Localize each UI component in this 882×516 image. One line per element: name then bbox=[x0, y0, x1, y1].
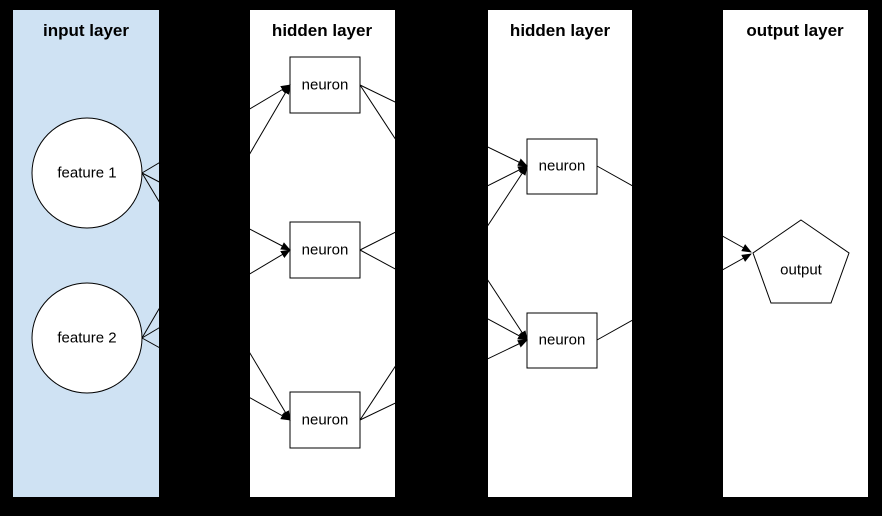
output-pentagon bbox=[752, 219, 850, 304]
feature-2-label: feature 2 bbox=[57, 329, 117, 347]
hidden2-neuron1-label: neuron bbox=[538, 157, 586, 175]
hidden2-neuron2-label: neuron bbox=[538, 331, 586, 349]
connector-line bbox=[596, 165, 752, 253]
connector-line bbox=[359, 84, 528, 341]
hidden1-neuron3-label: neuron bbox=[301, 411, 349, 429]
hidden1-neuron3-box bbox=[289, 391, 361, 449]
connector-line bbox=[141, 84, 291, 339]
connector-line bbox=[359, 249, 528, 341]
hidden2-neuron2-box bbox=[526, 312, 598, 369]
connector-line bbox=[359, 165, 528, 421]
layer-title-hidden-1: hidden layer bbox=[271, 21, 373, 40]
panel-hidden-layer-2 bbox=[488, 10, 632, 497]
connector-line bbox=[596, 253, 752, 341]
output-label: output bbox=[780, 261, 822, 279]
connector-line bbox=[141, 84, 291, 174]
layer-title-output: output layer bbox=[746, 21, 844, 40]
layer-title-input: input layer bbox=[43, 21, 129, 40]
connector-line bbox=[141, 249, 291, 339]
layer-title-hidden-2: hidden layer bbox=[509, 21, 611, 40]
connector-line bbox=[141, 337, 291, 421]
hidden1-neuron1-label: neuron bbox=[301, 76, 349, 94]
connector-line bbox=[359, 165, 528, 251]
feature-1-label: feature 1 bbox=[57, 164, 117, 182]
hidden1-neuron2-label: neuron bbox=[301, 241, 349, 259]
panel-input-layer bbox=[13, 10, 159, 497]
hidden1-neuron2-box bbox=[289, 221, 361, 279]
connector-line bbox=[359, 339, 528, 421]
hidden1-neuron1-box bbox=[289, 56, 361, 114]
connector-line bbox=[141, 172, 291, 421]
connector-line bbox=[359, 84, 528, 167]
hidden2-neuron1-box bbox=[526, 138, 598, 195]
